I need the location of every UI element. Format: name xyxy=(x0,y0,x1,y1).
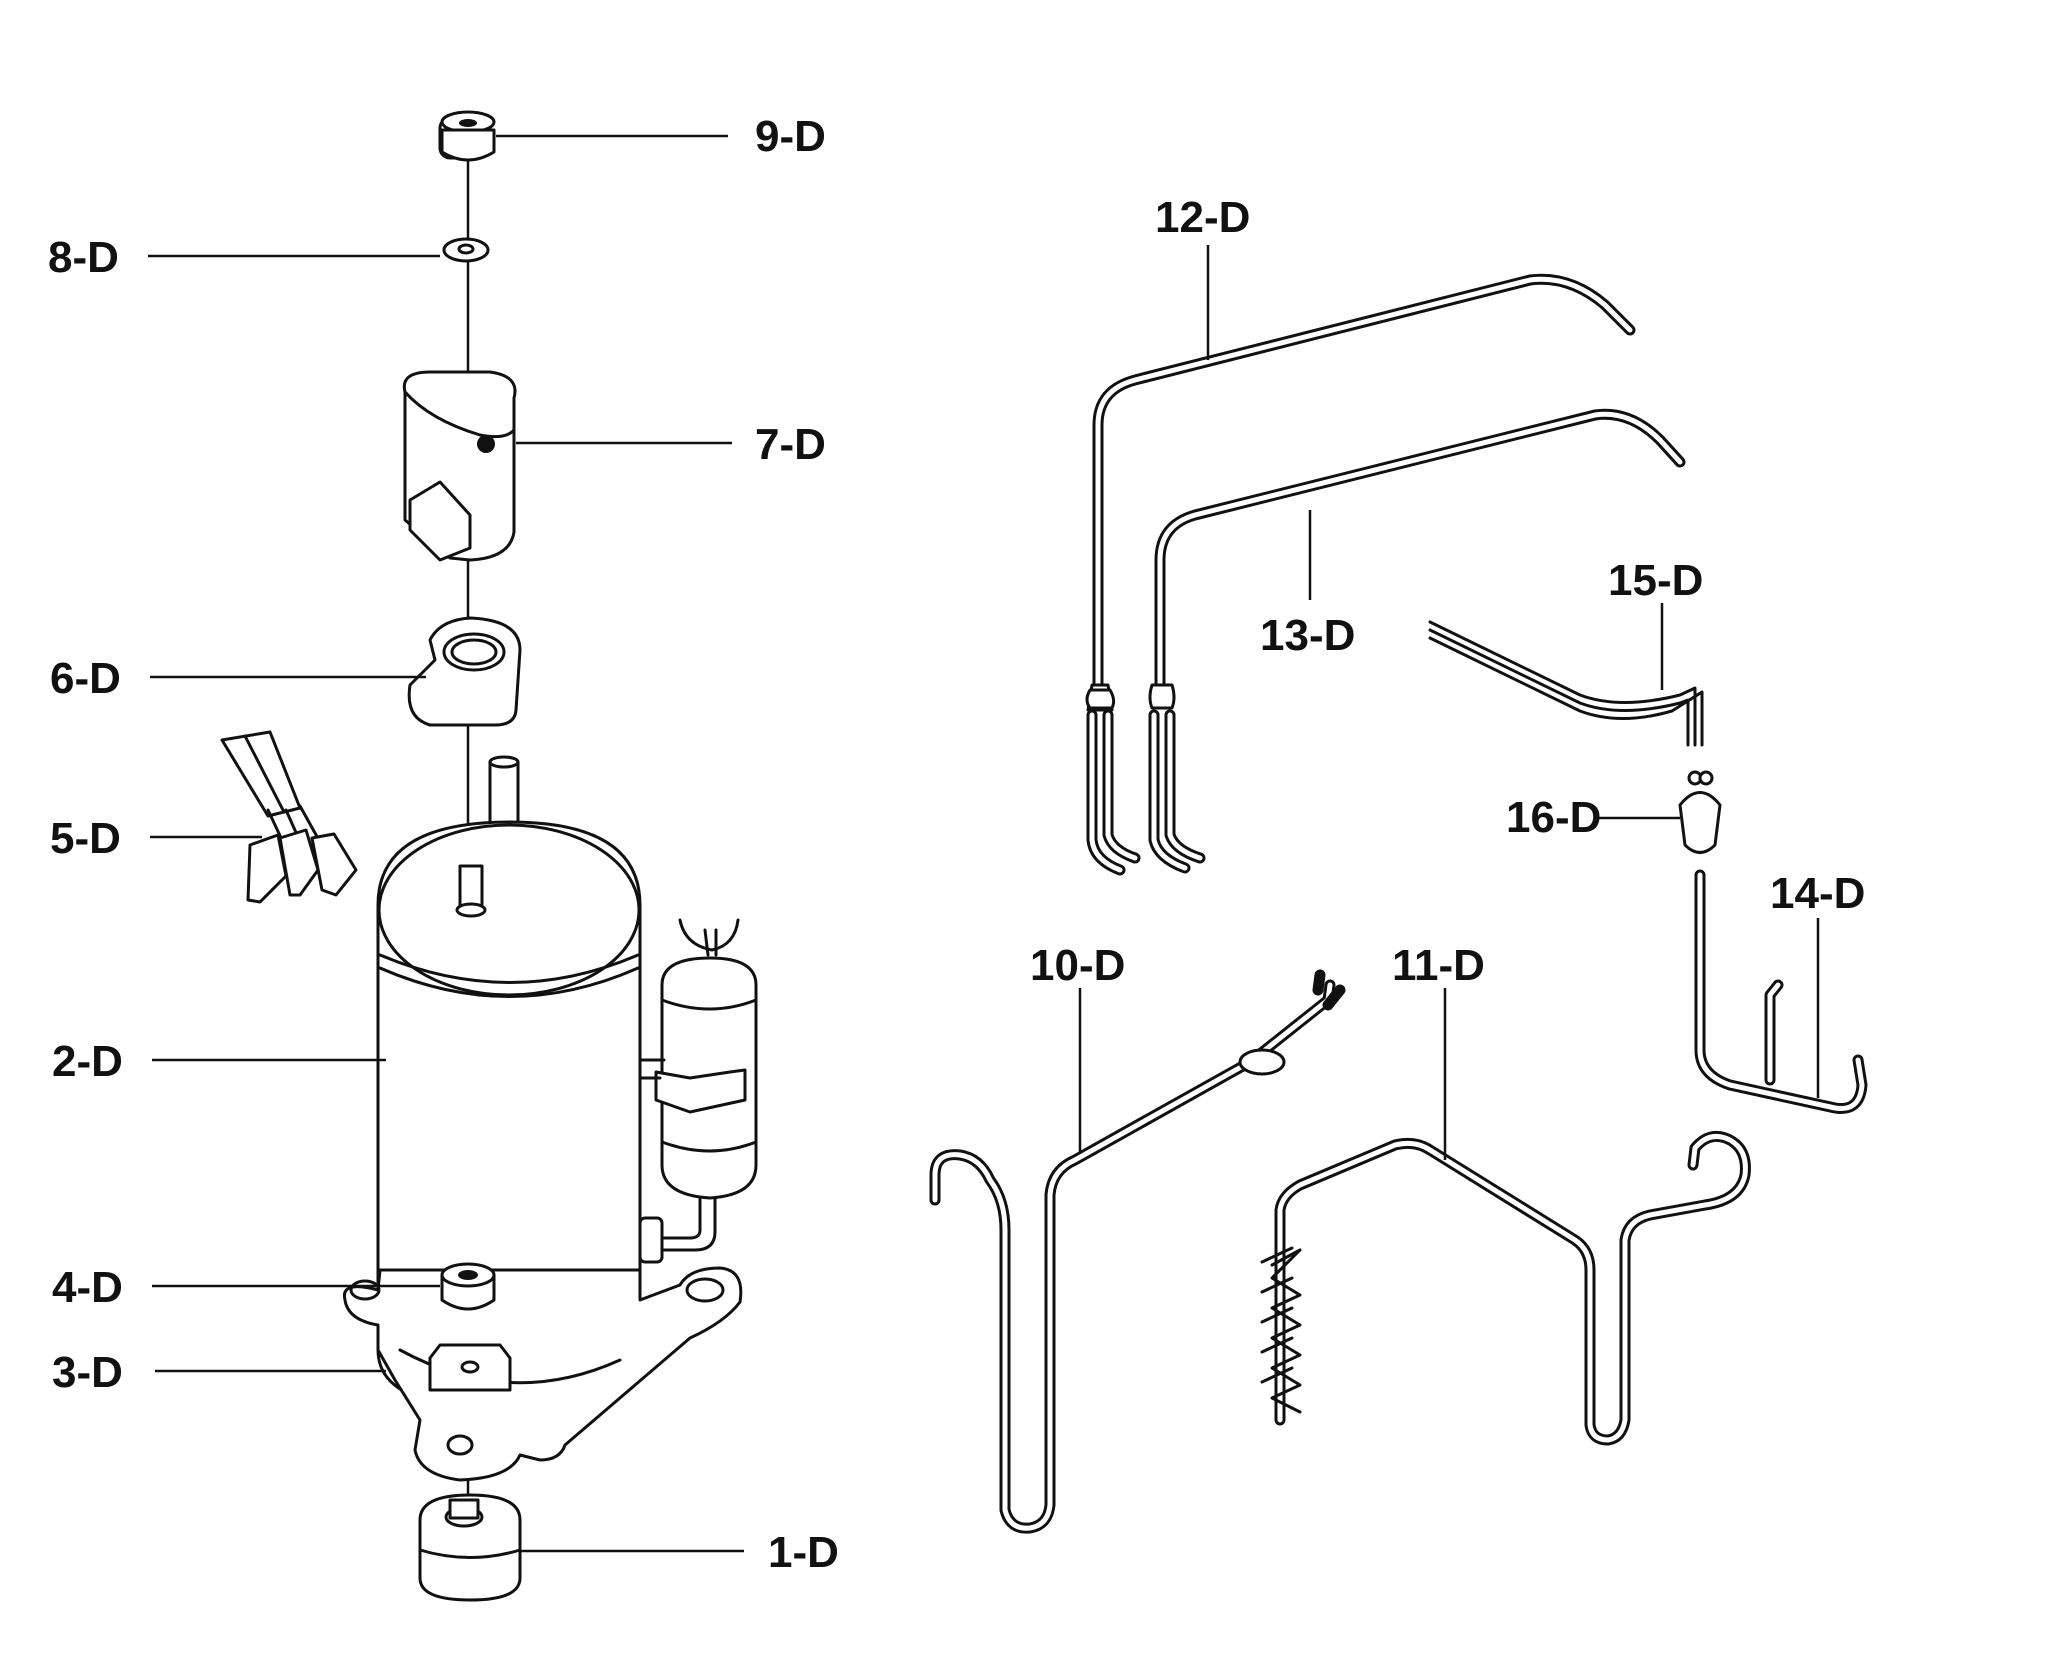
label-part-10: 10-D xyxy=(1030,941,1125,990)
label-part-13: 13-D xyxy=(1260,611,1355,660)
part-16-strainer xyxy=(1678,770,1722,854)
label-part-2: 2-D xyxy=(52,1037,123,1086)
label-part-12: 12-D xyxy=(1155,193,1250,242)
part-2-compressor-body xyxy=(342,755,758,1482)
part-14-pipe xyxy=(1694,869,1868,1114)
part-13-pipe xyxy=(1148,408,1686,874)
part-4-nut xyxy=(440,1262,496,1311)
part-9-cap-nut xyxy=(438,110,496,162)
part-15-capillary-pipe xyxy=(1428,620,1704,747)
label-part-4: 4-D xyxy=(52,1263,123,1312)
label-part-8: 8-D xyxy=(48,233,119,282)
part-8-washer xyxy=(442,237,490,263)
part-6-gasket xyxy=(407,616,522,727)
part-5-lead-wires xyxy=(220,730,358,904)
part-10-pipe xyxy=(929,969,1346,1534)
label-part-15: 15-D xyxy=(1608,556,1703,605)
part-11-pipe xyxy=(1260,1130,1751,1446)
part-3-bracket xyxy=(428,1343,512,1392)
label-part-16: 16-D xyxy=(1506,793,1601,842)
label-part-7: 7-D xyxy=(755,420,826,469)
label-part-9: 9-D xyxy=(755,112,826,161)
label-part-5: 5-D xyxy=(50,814,121,863)
label-part-3: 3-D xyxy=(52,1348,123,1397)
part-12-pipe xyxy=(1085,273,1636,876)
label-part-11: 11-D xyxy=(1392,941,1485,990)
part-1-rubber-foot xyxy=(418,1493,522,1602)
label-part-1: 1-D xyxy=(768,1528,839,1577)
label-part-14: 14-D xyxy=(1770,869,1865,918)
part-7-terminal-cover xyxy=(402,370,517,562)
label-part-6: 6-D xyxy=(50,654,121,703)
